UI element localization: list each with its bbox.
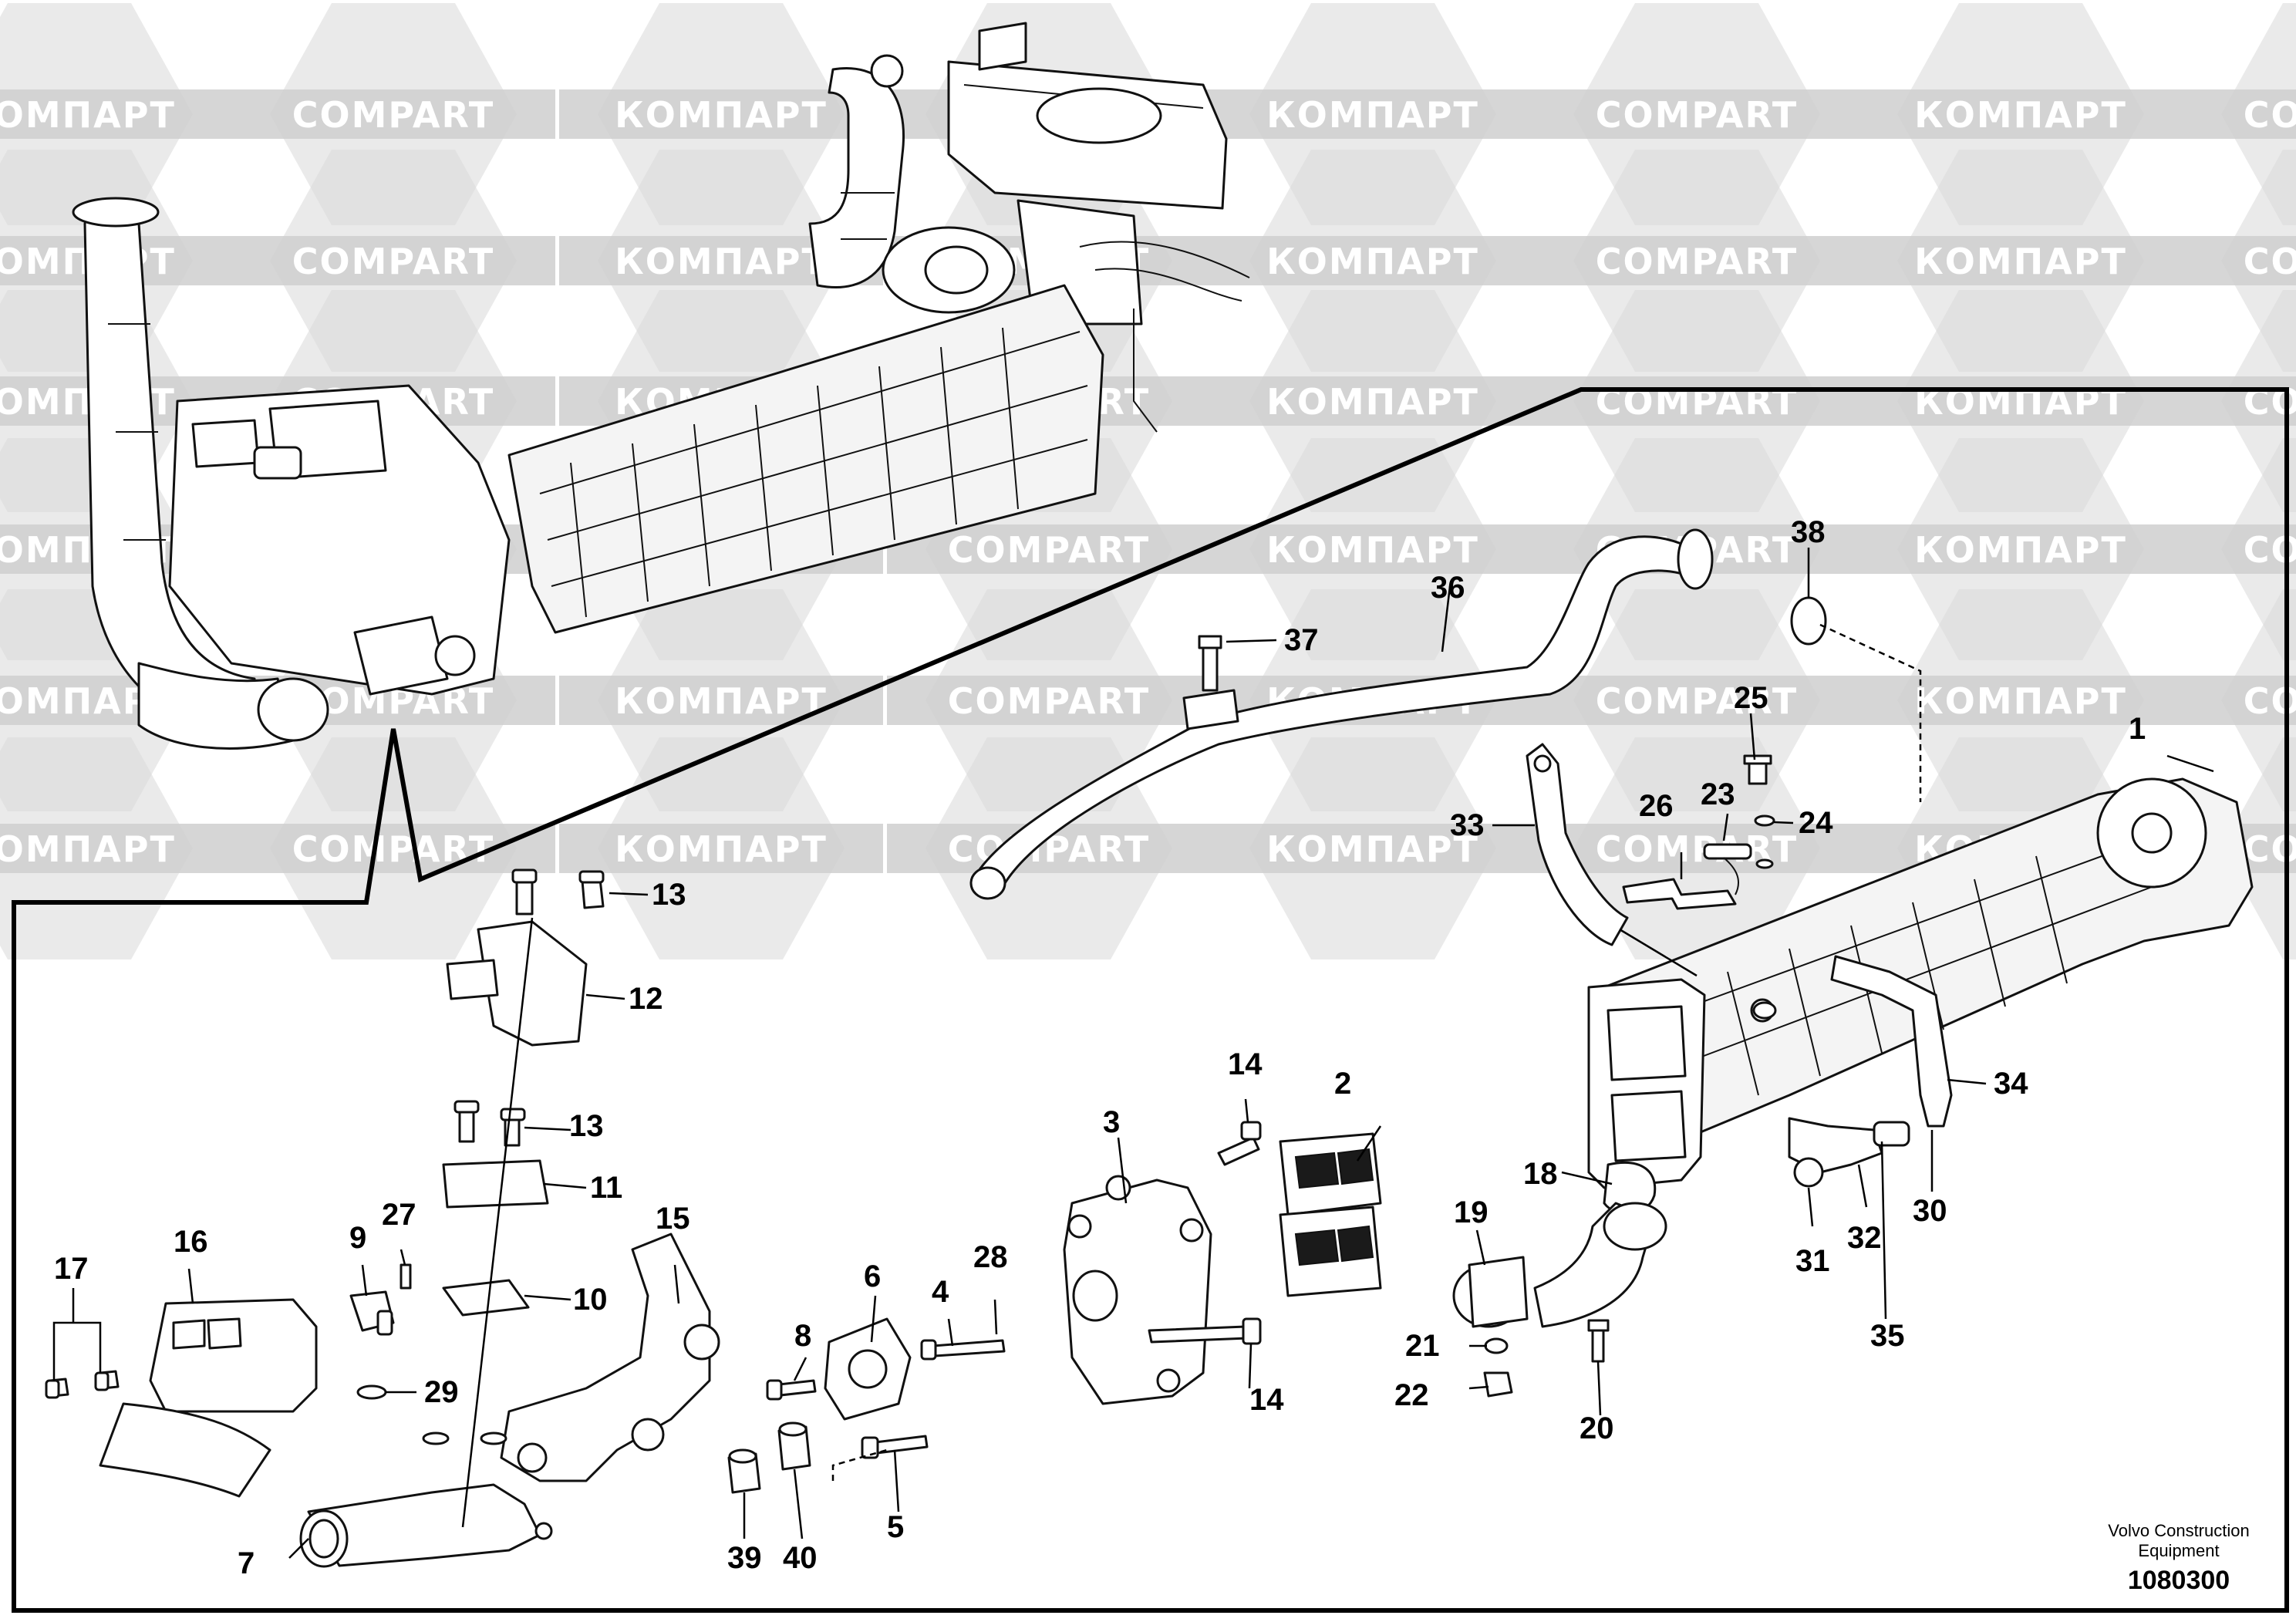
callout-40: 40 [783, 1541, 818, 1575]
detail-frame [12, 387, 2289, 1613]
callout-11: 11 [590, 1171, 622, 1205]
callout-8: 8 [794, 1319, 811, 1353]
svg-text:КОМПАРТ: КОМПАРТ [1914, 680, 2127, 722]
detail-parts [45, 528, 2254, 1568]
svg-text:КОМПАРТ: КОМПАРТ [1266, 828, 1479, 870]
svg-text:COMPART: COMPART [292, 94, 494, 136]
callout-17: 17 [54, 1252, 89, 1286]
svg-text:КОМПАРТ: КОМПАРТ [1266, 529, 1479, 571]
svg-text:COMPART: COMPART [1596, 241, 1798, 282]
watermark-tile: COMPART [1535, 737, 1859, 959]
watermark-tile: COMPART [887, 737, 1211, 959]
callout-23: 23 [1701, 777, 1735, 811]
leader-lines [52, 548, 2214, 1559]
callout-22: 22 [1394, 1378, 1429, 1412]
svg-text:COMPART: COMPART [292, 241, 494, 282]
callout-31: 31 [1795, 1244, 1830, 1278]
callout-labels: 1 2 3 4 5 6 7 8 9 10 11 12 13 13 14 14 1… [54, 515, 2146, 1580]
callout-5: 5 [887, 1510, 904, 1544]
bolt-14b [1148, 1325, 1249, 1344]
callout-25: 25 [1734, 681, 1768, 715]
part-33-bracket [1526, 743, 1629, 946]
callout-19: 19 [1454, 1195, 1489, 1229]
callout-21: 21 [1405, 1329, 1440, 1363]
callout-13b: 13 [569, 1109, 604, 1143]
svg-text:КОМПАРТ: КОМПАРТ [0, 828, 176, 870]
engine-overview-illustration [72, 22, 1250, 750]
callout-27: 27 [382, 1198, 416, 1232]
svg-text:COMPART: COMPART [2244, 241, 2296, 282]
callout-4: 4 [932, 1275, 949, 1309]
svg-text:COMPART: COMPART [1596, 680, 1798, 722]
callout-3: 3 [1103, 1105, 1120, 1139]
caption-block: Volvo Construction Equipment 1080300 [2108, 1521, 2249, 1595]
svg-text:КОМПАРТ: КОМПАРТ [0, 94, 176, 136]
part-3-valve-housing [1063, 1179, 1212, 1405]
callout-37: 37 [1284, 623, 1319, 657]
svg-text:КОМПАРТ: КОМПАРТ [615, 241, 828, 282]
bolt-4 [932, 1339, 1006, 1357]
svg-text:КОМПАРТ: КОМПАРТ [615, 94, 828, 136]
callout-15: 15 [656, 1202, 690, 1236]
callout-18: 18 [1523, 1157, 1558, 1191]
callout-35: 35 [1870, 1319, 1905, 1353]
svg-text:КОМПАРТ: КОМПАРТ [615, 680, 828, 722]
caption-line-1: Volvo Construction [2108, 1521, 2249, 1540]
svg-text:КОМПАРТ: КОМПАРТ [1266, 241, 1479, 282]
svg-text:COMPART: COMPART [948, 529, 1150, 571]
callout-7: 7 [238, 1546, 255, 1580]
callout-26: 26 [1639, 789, 1674, 823]
callout-33: 33 [1450, 808, 1485, 842]
svg-text:КОМПАРТ: КОМПАРТ [1266, 381, 1479, 423]
part-15-bracket [500, 1233, 711, 1482]
callout-2: 2 [1334, 1067, 1351, 1101]
svg-text:КОМПАРТ: КОМПАРТ [1266, 94, 1479, 136]
part-38-ring [1790, 596, 1827, 646]
caption-line-2: Equipment [2138, 1541, 2219, 1560]
callout-14a: 14 [1228, 1047, 1263, 1081]
callout-20: 20 [1580, 1411, 1614, 1445]
bolt-14a [1217, 1136, 1260, 1166]
part-34-bracket [1830, 955, 1953, 1128]
svg-text:COMPART: COMPART [2244, 94, 2296, 136]
callout-39: 39 [727, 1541, 762, 1575]
callout-24: 24 [1799, 806, 1833, 840]
watermark-tile: КОМПАРТ [1211, 737, 1535, 959]
svg-text:КОМПАРТ: КОМПАРТ [1914, 529, 2127, 571]
callout-36: 36 [1431, 571, 1465, 605]
callout-6: 6 [864, 1259, 881, 1293]
callout-12: 12 [629, 982, 663, 1016]
callout-10: 10 [573, 1283, 608, 1317]
watermark-tile: КОМПАРТ [559, 737, 883, 959]
callout-29: 29 [424, 1375, 459, 1409]
svg-text:COMPART: COMPART [1596, 94, 1798, 136]
document-number: 1080300 [2128, 1566, 2230, 1595]
callout-13a: 13 [652, 878, 686, 912]
callout-34: 34 [1994, 1067, 2028, 1101]
svg-text:COMPART: COMPART [948, 680, 1150, 722]
bolt-8 [777, 1379, 817, 1397]
callout-9: 9 [349, 1221, 366, 1255]
part-10-plate [442, 1279, 530, 1317]
svg-text:КОМПАРТ: КОМПАРТ [615, 828, 828, 870]
watermark-tile: КОМПАРТ [0, 737, 231, 959]
callout-30: 30 [1913, 1194, 1947, 1228]
part-16-shield [149, 1298, 318, 1413]
svg-text:КОМПАРТ: КОМПАРТ [1914, 241, 2127, 282]
callout-32: 32 [1847, 1221, 1882, 1255]
part-11-bracket [442, 1159, 549, 1209]
callout-28: 28 [973, 1240, 1008, 1274]
callout-16: 16 [174, 1225, 208, 1259]
svg-text:COMPART: COMPART [292, 828, 494, 870]
callout-14b: 14 [1249, 1383, 1284, 1417]
callout-1: 1 [2129, 712, 2146, 746]
svg-text:КОМПАРТ: КОМПАРТ [1914, 94, 2127, 136]
callout-38: 38 [1791, 515, 1826, 549]
